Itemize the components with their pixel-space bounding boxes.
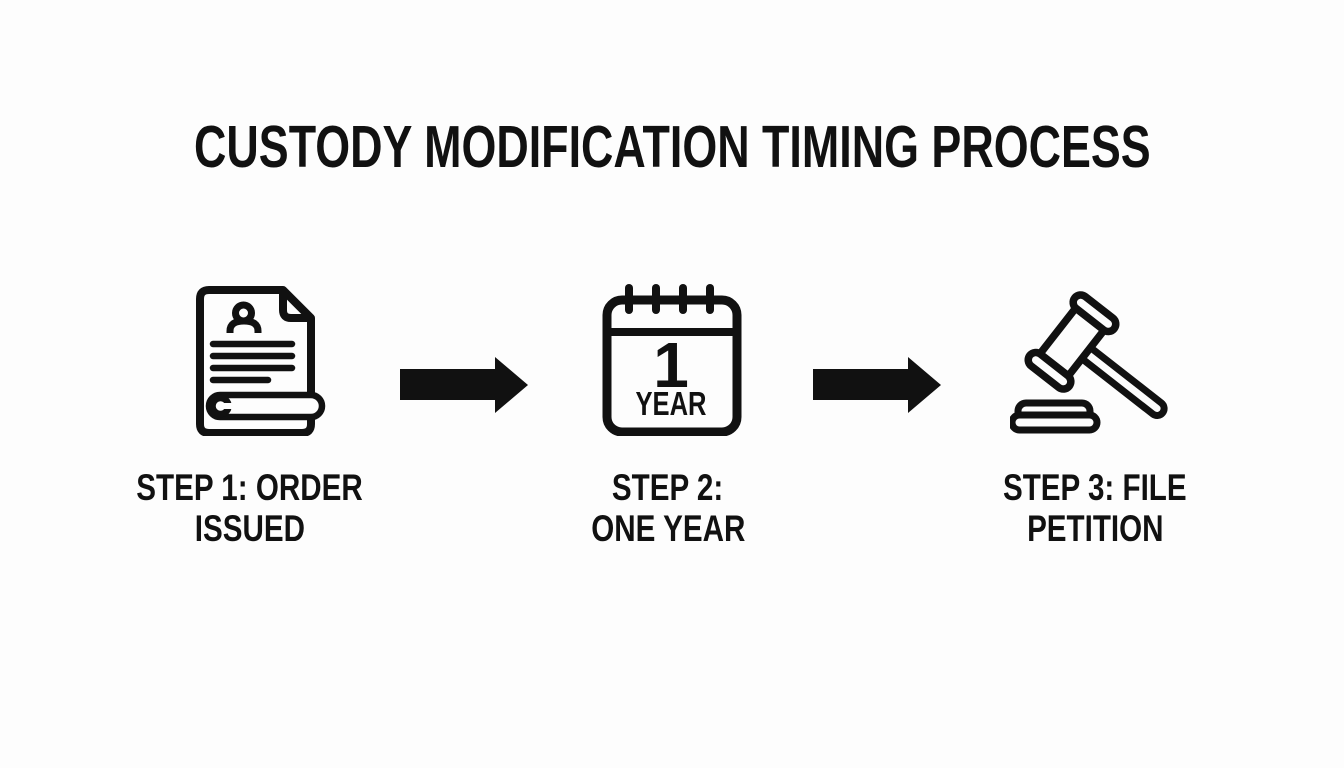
- gavel-icon: [1010, 291, 1168, 434]
- scroll-document-icon: [196, 286, 326, 436]
- arrow-right-icon: [813, 357, 941, 413]
- step-2-label: STEP 2: ONE YEAR: [518, 467, 818, 549]
- step-1-label-line1: STEP 1: ORDER: [136, 467, 364, 508]
- step-3-label-line2: PETITION: [1026, 508, 1164, 549]
- arrow-shape: [813, 357, 941, 413]
- scroll-roll: [205, 391, 326, 421]
- step-3-label-line1: STEP 3: FILE: [1003, 467, 1187, 508]
- arrow-shape: [400, 357, 528, 413]
- step-1-label-line2: ISSUED: [194, 508, 306, 549]
- gavel-group: [1024, 291, 1168, 419]
- sound-block-base: [1010, 411, 1101, 434]
- calendar-year-label: YEAR: [636, 385, 707, 422]
- arrow-right-icon: [400, 357, 528, 413]
- page-title: CUSTODY MODIFICATION TIMING PROCESS: [193, 114, 1151, 180]
- gavel-head-cap-right: [1069, 291, 1120, 336]
- title-row: CUSTODY MODIFICATION TIMING PROCESS: [0, 118, 1344, 177]
- one-year-calendar-icon: 1 YEAR: [602, 284, 742, 436]
- document-fold: [279, 290, 311, 322]
- step-3-label: STEP 3: FILE PETITION: [945, 467, 1245, 549]
- step-3-icon-box: [1010, 287, 1170, 443]
- step-1-label: STEP 1: ORDER ISSUED: [100, 467, 400, 549]
- calendar-day-number: 1: [653, 329, 689, 401]
- gavel-head-cap-left: [1024, 348, 1075, 393]
- step-1-icon-box: [193, 284, 333, 436]
- person-shoulders-icon: [226, 317, 262, 333]
- step-2-label-line1: STEP 2:: [612, 467, 724, 508]
- step-2-icon-box: 1 YEAR: [602, 284, 742, 436]
- connector-2: [813, 355, 943, 415]
- step-2-label-line2: ONE YEAR: [590, 508, 746, 549]
- connector-1: [400, 355, 530, 415]
